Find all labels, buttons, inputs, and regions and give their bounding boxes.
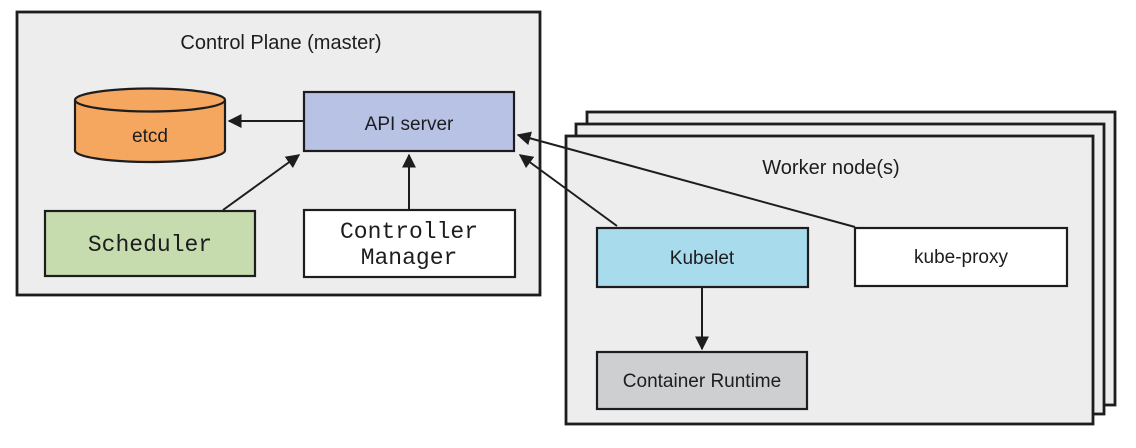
edge-kube-proxy-to-api-server [516,131,856,228]
etcd-label: etcd [132,126,168,147]
edges-group [222,114,856,351]
worker-nodes-title: Worker node(s) [762,157,899,179]
scheduler-node: Scheduler [43,209,257,278]
api-server-label: API server [365,114,454,135]
container-runtime-node: Container Runtime [595,350,809,411]
kubelet-box [595,226,810,289]
etcd-cylinder-body [73,100,227,164]
control-plane-title: Control Plane (master) [180,32,381,54]
kubelet-label: Kubelet [670,248,735,269]
api-server-box [302,90,516,153]
controller-manager-label-line1: Controller [340,219,478,245]
edge-scheduler-to-api-server [222,154,301,211]
kube-proxy-label: kube-proxy [914,247,1008,268]
kube-proxy-node: kube-proxy [853,226,1069,288]
etcd-node: etcd [73,87,227,164]
api-server-node: API server [302,90,516,153]
kubelet-node: Kubelet [595,226,810,289]
etcd-cylinder-top [73,87,227,113]
controller-manager-box [302,208,517,279]
container-runtime-label: Container Runtime [623,371,781,392]
edge-kubelet-to-api-server [518,154,618,227]
container-runtime-box [595,350,809,411]
scheduler-box [43,209,257,278]
scheduler-label: Scheduler [88,232,212,258]
kube-proxy-box [853,226,1069,288]
controller-manager-node: Controller Manager [302,208,517,279]
controller-manager-label-line2: Manager [361,245,458,271]
